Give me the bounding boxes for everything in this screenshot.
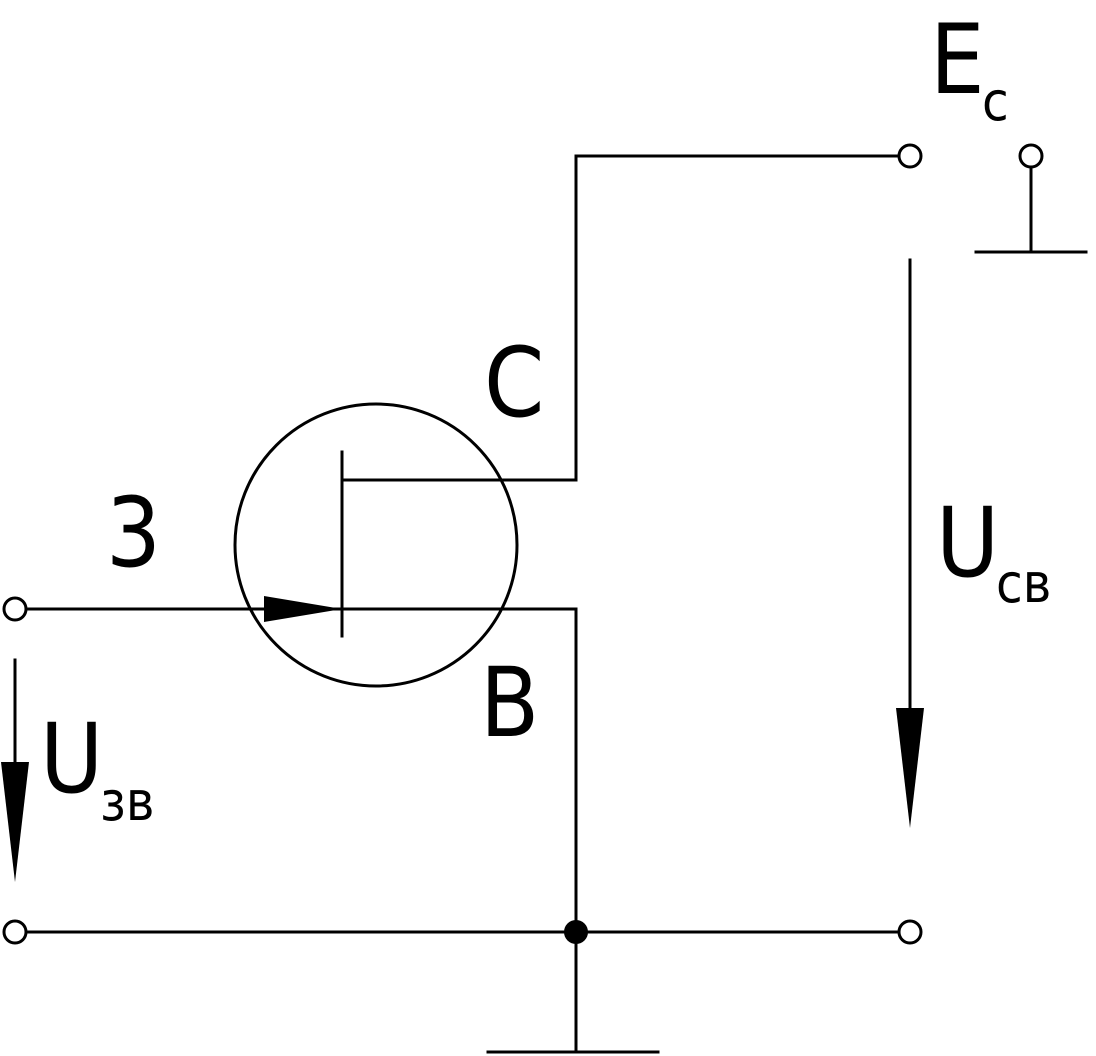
u-zv-arrow-head [1, 762, 29, 882]
label-emitter: 3 [106, 477, 161, 589]
label-u-zv-sub: зв [100, 770, 154, 833]
label-source-sub: c [982, 70, 1009, 133]
emitter-arrow [264, 596, 342, 622]
label-collector: C [484, 327, 544, 439]
collector-wire [340, 154, 900, 482]
transistor-body [233, 402, 519, 688]
label-u-zv-main: U [40, 703, 103, 815]
terminal-emitter [2, 596, 28, 622]
terminal-source [1018, 143, 1044, 169]
junction-dot [564, 920, 588, 944]
u-sv-arrow-head [896, 708, 924, 828]
terminal-collector [897, 143, 923, 169]
label-u-sv-sub: cв [996, 552, 1051, 615]
base-wire [340, 607, 578, 1054]
terminal-bottom-left [2, 919, 28, 945]
terminal-bottom-right [897, 919, 923, 945]
label-u-sv-main: U [936, 487, 999, 599]
label-base: B [480, 647, 539, 759]
label-source-main: E [930, 4, 985, 116]
